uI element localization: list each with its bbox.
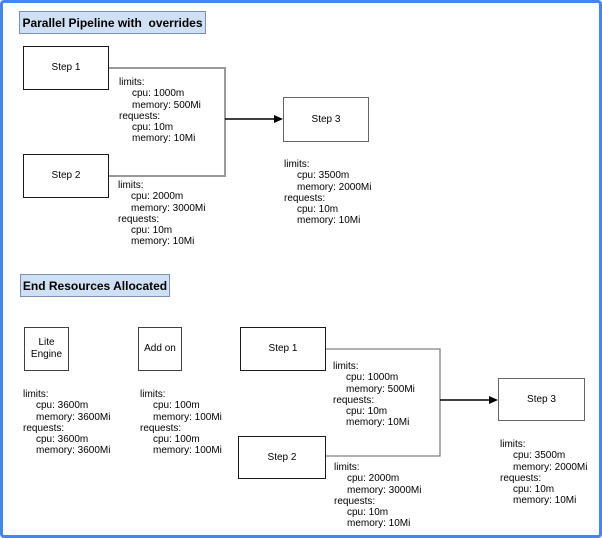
end-resources-lite-engine-node: Lite Engine bbox=[24, 327, 69, 371]
resource-line: cpu: 3500m bbox=[513, 450, 566, 462]
resource-line: memory: 3000Mi bbox=[347, 484, 422, 496]
resource-line: cpu: 2000m bbox=[131, 191, 184, 203]
resource-line: cpu: 10m bbox=[346, 406, 388, 418]
resource-line: requests: bbox=[118, 213, 160, 225]
pipeline-step1-resources: limits: cpu: 1000m memory: 500Mi request… bbox=[119, 77, 201, 145]
resource-line: cpu: 10m bbox=[131, 225, 173, 237]
resource-line: memory: 500Mi bbox=[132, 99, 201, 111]
resource-line: memory: 2000Mi bbox=[297, 181, 372, 193]
resource-line: requests: bbox=[333, 394, 375, 406]
resource-line: memory: 500Mi bbox=[346, 383, 415, 395]
resource-line: cpu: 10m bbox=[297, 204, 339, 216]
pipeline-step2-resources: limits: cpu: 2000m memory: 3000Mi reques… bbox=[118, 180, 205, 248]
resource-line: limits: bbox=[334, 462, 360, 473]
resource-line: cpu: 100m bbox=[153, 400, 200, 412]
resource-line: limits: bbox=[284, 159, 310, 170]
resource-line: memory: 10Mi bbox=[297, 215, 361, 227]
end-resources-step1-resources: limits: cpu: 1000m memory: 500Mi request… bbox=[333, 361, 415, 429]
end-resources-step3-resources: limits: cpu: 3500m memory: 2000Mi reques… bbox=[500, 439, 587, 507]
resource-line: cpu: 10m bbox=[132, 122, 174, 134]
pipeline-step1-node: Step 1 bbox=[23, 46, 109, 90]
end-resources-step2-resources: limits: cpu: 2000m memory: 3000Mi reques… bbox=[334, 462, 421, 530]
resource-line: memory: 3000Mi bbox=[131, 202, 206, 214]
resource-line: requests: bbox=[500, 472, 542, 484]
resource-line: requests: bbox=[284, 192, 326, 204]
resource-line: cpu: 100m bbox=[153, 434, 200, 446]
resource-line: memory: 10Mi bbox=[513, 495, 577, 507]
resource-line: requests: bbox=[23, 422, 65, 434]
pipeline-arrowhead bbox=[274, 115, 283, 123]
resource-line: limits: bbox=[500, 439, 526, 450]
resource-line: memory: 100Mi bbox=[153, 445, 222, 457]
end-resources-arrowhead bbox=[489, 396, 498, 404]
section-title-end-resources: End Resources Allocated bbox=[20, 274, 170, 297]
pipeline-step3-resources: limits: cpu: 3500m memory: 2000Mi reques… bbox=[284, 159, 371, 227]
addon-resources: limits: cpu: 100m memory: 100Mi requests… bbox=[140, 389, 222, 457]
resource-line: memory: 3600Mi bbox=[36, 445, 111, 457]
resource-line: cpu: 1000m bbox=[346, 372, 399, 384]
resource-line: limits: bbox=[118, 180, 144, 191]
resource-line: limits: bbox=[119, 77, 145, 88]
resource-line: requests: bbox=[334, 495, 376, 507]
resource-line: memory: 10Mi bbox=[346, 417, 410, 429]
resource-line: requests: bbox=[140, 422, 182, 434]
end-resources-step1-node: Step 1 bbox=[240, 327, 326, 371]
resource-line: memory: 100Mi bbox=[153, 411, 222, 423]
section-title-parallel-pipeline: Parallel Pipeline with overrides bbox=[19, 11, 206, 34]
resource-line: cpu: 2000m bbox=[347, 473, 400, 485]
resource-line: limits: bbox=[23, 389, 49, 400]
resource-line: limits: bbox=[333, 361, 359, 372]
resource-line: memory: 2000Mi bbox=[513, 461, 588, 473]
resource-line: limits: bbox=[140, 389, 166, 400]
pipeline-step2-node: Step 2 bbox=[23, 154, 109, 198]
resource-line: memory: 3600Mi bbox=[36, 411, 111, 423]
pipeline-step3-node: Step 3 bbox=[283, 97, 369, 142]
resource-line: cpu: 10m bbox=[347, 507, 389, 519]
resource-line: cpu: 10m bbox=[513, 484, 555, 496]
resource-line: memory: 10Mi bbox=[132, 133, 196, 145]
resource-line: cpu: 3600m bbox=[36, 434, 89, 446]
resource-line: memory: 10Mi bbox=[131, 236, 195, 248]
resource-line: memory: 10Mi bbox=[347, 518, 411, 530]
resource-line: cpu: 1000m bbox=[132, 88, 185, 100]
resource-line: cpu: 3500m bbox=[297, 170, 350, 182]
lite-engine-resources: limits: cpu: 3600m memory: 3600Mi reques… bbox=[23, 389, 110, 457]
end-resources-addon-node: Add on bbox=[138, 327, 182, 371]
end-resources-step2-node: Step 2 bbox=[238, 436, 326, 479]
resource-line: cpu: 3600m bbox=[36, 400, 89, 412]
resource-line: requests: bbox=[119, 110, 161, 122]
end-resources-step3-node: Step 3 bbox=[498, 378, 585, 421]
